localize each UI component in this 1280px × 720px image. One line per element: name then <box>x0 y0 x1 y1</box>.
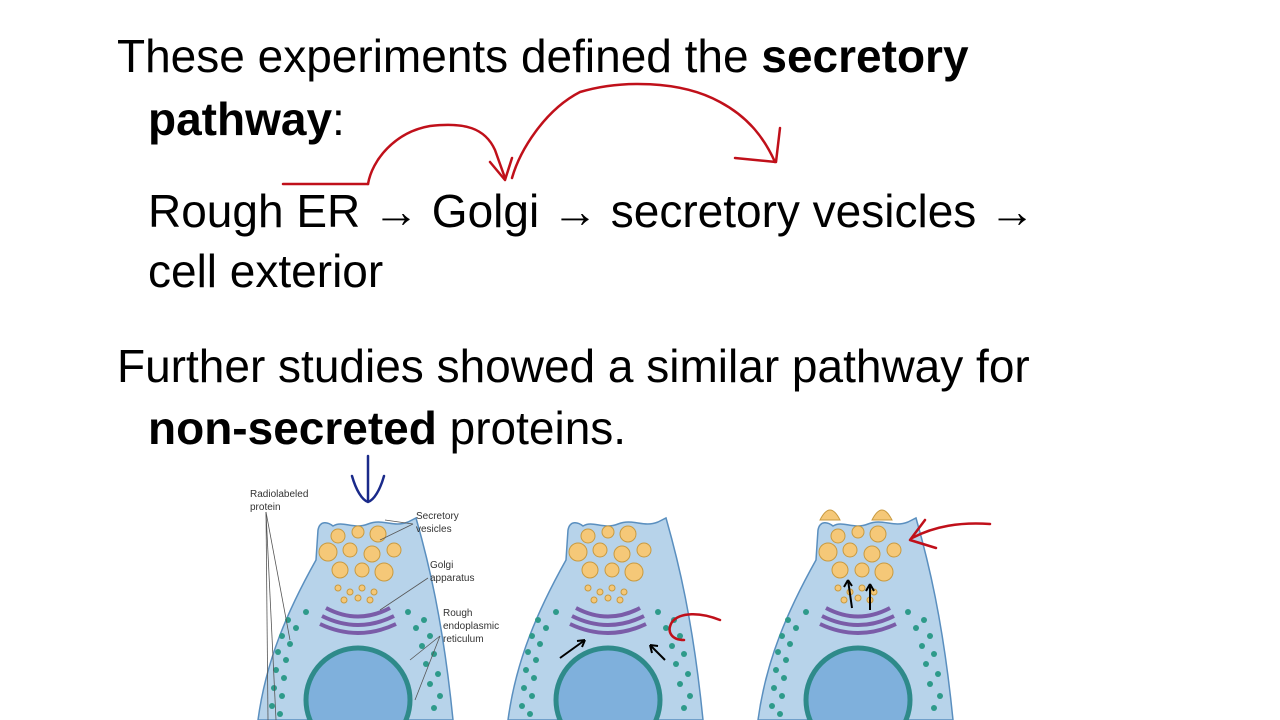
line-2: pathway: <box>148 91 345 147</box>
label-secretory-1: Secretory <box>416 511 459 522</box>
line-6: non-secreted proteins. <box>148 400 626 456</box>
pathway-sequence-end: cell exterior <box>148 245 384 297</box>
label-leader-lines <box>265 511 441 720</box>
label-secretory-2: vesicles <box>416 524 452 535</box>
line-1: These experiments defined the secretory <box>117 28 969 84</box>
pathway-sequence: Rough ER → Golgi → secretory vesicles → <box>148 185 1036 237</box>
proteins-text: proteins. <box>436 402 627 454</box>
red-hook-golgi <box>668 613 722 642</box>
label-golgi-2: apparatus <box>430 573 474 584</box>
label-radiolabeled-1: Radiolabeled <box>250 489 308 500</box>
panel-2-arrows <box>559 639 666 661</box>
red-arrow-panel-3 <box>910 522 992 540</box>
secreted-vesicles <box>819 509 893 521</box>
non-secreted-bold: non-secreted <box>148 402 437 454</box>
red-arc-er-to-golgi <box>366 123 507 186</box>
label-rough-2: endoplasmic <box>443 621 499 632</box>
red-arc-golgi-to-vesicles <box>510 82 777 180</box>
colon: : <box>332 93 345 145</box>
red-arrowhead-2 <box>733 126 782 164</box>
red-arrowhead-1 <box>488 156 514 182</box>
blue-arrow-head <box>350 474 386 504</box>
panel-3-arrows <box>843 579 875 610</box>
pathway-bold: pathway <box>148 93 333 145</box>
label-rough-1: Rough <box>443 608 472 619</box>
label-rough-3: reticulum <box>443 634 484 645</box>
line-1-text: These experiments defined the <box>117 30 762 82</box>
secretory-bold: secretory <box>761 30 969 82</box>
label-golgi-1: Golgi <box>430 560 453 571</box>
red-arrow-panel-3-head <box>908 518 938 550</box>
label-radiolabeled-2: protein <box>250 502 281 513</box>
further-studies-line: Further studies showed a similar pathway… <box>117 340 1030 392</box>
